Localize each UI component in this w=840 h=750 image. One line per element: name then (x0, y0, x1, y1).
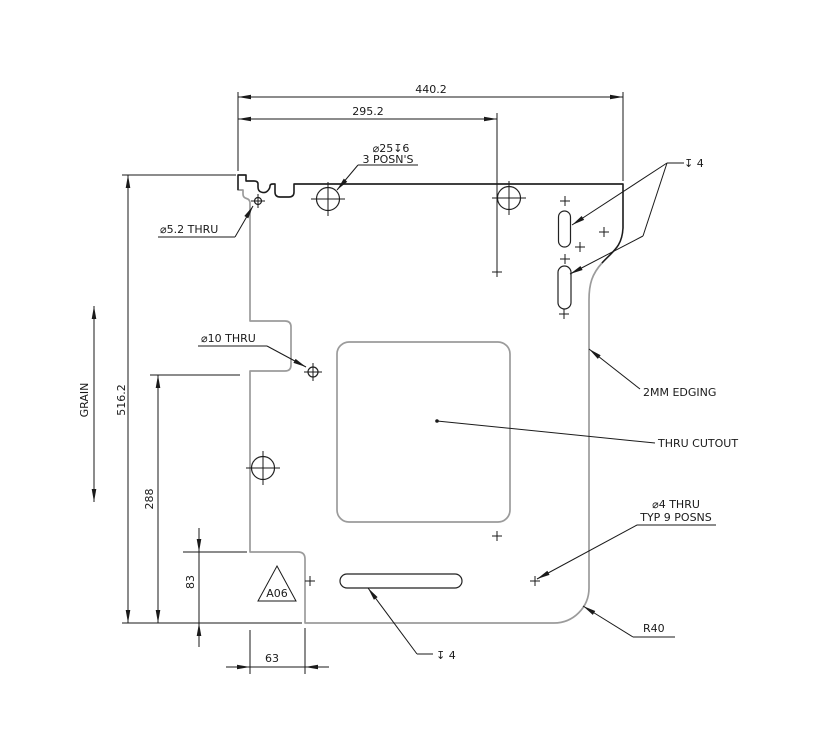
note-edging: 2MM EDGING (643, 386, 716, 399)
note-radius: R40 (643, 622, 665, 635)
cbore-hole-1 (311, 182, 345, 216)
dimension-text: 440.2 295.2 63 516.2 288 83 GRAIN (78, 83, 447, 665)
note-text: ⌀25↧6 3 POSN'S ⌀5.2 THRU ⌀10 THRU ↧ 4 2M… (160, 142, 738, 662)
slot-bottom (339, 573, 463, 589)
extension-lines (122, 92, 624, 674)
datum-triangle (257, 564, 297, 602)
dimension-lines (93, 96, 623, 668)
note-hole4-line2: TYP 9 POSNS (639, 511, 712, 524)
note-hole-52: ⌀5.2 THRU (160, 223, 218, 236)
part-top-edge-dark (237, 174, 624, 264)
note-hole-10: ⌀10 THRU (201, 332, 256, 345)
note-cbore-line2: 3 POSN'S (362, 153, 413, 166)
thru-cutout-window (336, 341, 511, 523)
dim-inner-width: 295.2 (352, 105, 384, 118)
part-outline (237, 174, 624, 624)
dim-total-width: 440.2 (415, 83, 447, 96)
hole-10mm (304, 363, 322, 381)
datum-label: A06 (266, 587, 288, 600)
hole-features (246, 181, 609, 589)
note-depth-bottom: ↧ 4 (436, 649, 456, 662)
note-depth-top: ↧ 4 (684, 157, 704, 170)
cbore-hole-3 (246, 451, 280, 485)
part-body-edge (237, 174, 624, 624)
note-hole4-line1: ⌀4 THRU (652, 498, 700, 511)
dim-step-width: 63 (265, 652, 279, 665)
note-cbore-line1: ⌀25↧6 (373, 142, 410, 155)
arrowheads (91, 94, 623, 670)
leader-lines (158, 162, 716, 655)
grain-label: GRAIN (78, 383, 91, 418)
hole-5_2mm (251, 194, 265, 208)
dim-mid-height: 288 (143, 489, 156, 510)
dim-step-height: 83 (184, 575, 197, 589)
slot-top-2 (557, 265, 572, 310)
hole-4mm-crosses (305, 196, 609, 586)
note-cutout: THRU CUTOUT (657, 437, 738, 450)
dim-total-height: 516.2 (115, 384, 128, 416)
cutout-leader-dot (435, 419, 439, 423)
slot-top-1 (557, 210, 572, 248)
datum-marker: A06 (257, 564, 297, 602)
